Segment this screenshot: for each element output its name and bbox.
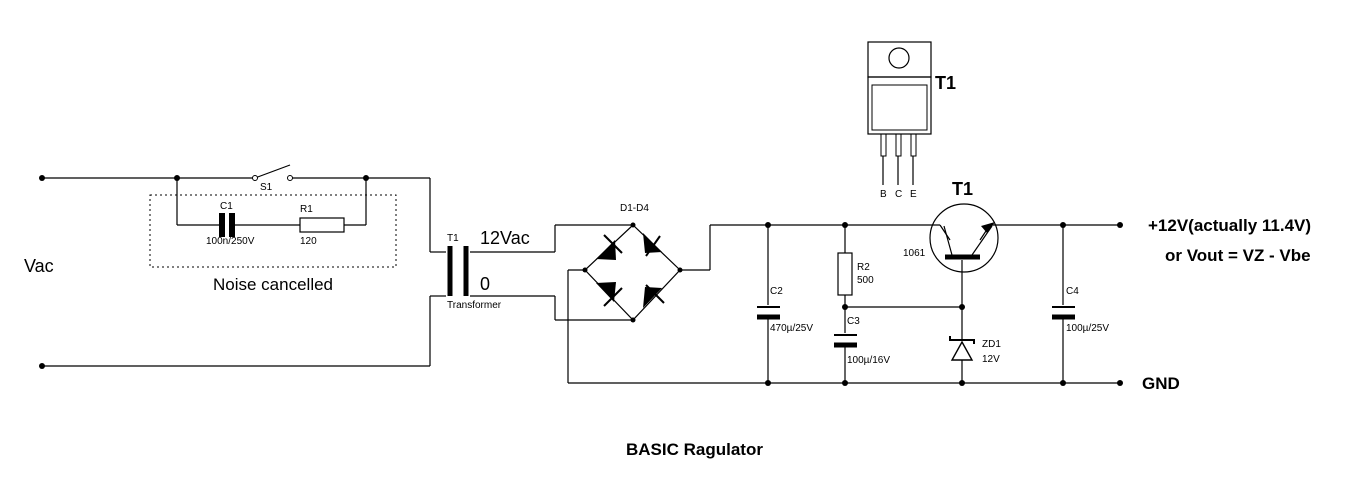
label-c1-value: 100n/250V: [206, 236, 255, 247]
label-c4: C4: [1066, 286, 1079, 297]
label-12vac: 12Vac: [480, 228, 530, 248]
capacitor-c4: [1052, 225, 1075, 383]
label-d1-d4: D1-D4: [620, 203, 649, 214]
switch-s1-lever: [254, 164, 291, 179]
gnd-terminal: [1117, 380, 1123, 386]
label-transformer: Transformer: [447, 300, 502, 311]
to220-package: [867, 41, 932, 185]
noise-filter: [149, 178, 397, 268]
label-t1-transformer: T1: [447, 233, 459, 244]
label-r1-value: 120: [300, 236, 317, 247]
label-noise-cancelled: Noise cancelled: [213, 275, 333, 294]
label-pin-e: E: [910, 189, 917, 200]
label-c3-value: 100µ/16V: [847, 355, 890, 366]
label-vout: +12V(actually 11.4V): [1148, 216, 1311, 235]
r1-resistor: [299, 217, 345, 233]
ac-input-wiring: [39, 164, 446, 369]
resistor-r2: [837, 225, 962, 333]
noise-filter-box: [149, 194, 397, 268]
label-r2: R2: [857, 262, 870, 273]
label-1061: 1061: [903, 248, 926, 259]
transistor-t1: [929, 203, 999, 310]
label-pin-b: B: [880, 189, 887, 200]
transformer-t1: [447, 224, 633, 321]
label-c2: C2: [770, 286, 783, 297]
diagram-title: BASIC Ragulator: [626, 440, 763, 459]
switch-contact: [252, 175, 258, 181]
label-gnd: GND: [1142, 374, 1180, 393]
label-r1: R1: [300, 204, 313, 215]
dc-rails: [568, 222, 1123, 386]
label-c2-value: 470µ/25V: [770, 323, 813, 334]
capacitor-c2: [757, 225, 780, 383]
terminal-dot: [39, 175, 45, 181]
label-vout-formula: or Vout = VZ - Vbe: [1165, 246, 1311, 265]
bridge-rectifier: [567, 222, 711, 383]
label-pin-c: C: [895, 189, 902, 200]
label-c4-value: 100µ/25V: [1066, 323, 1109, 334]
label-r2-value: 500: [857, 275, 874, 286]
label-vac: Vac: [24, 256, 54, 276]
label-zd1-value: 12V: [982, 354, 1000, 365]
label-s1: S1: [260, 182, 273, 193]
label-t1-package: T1: [935, 73, 956, 93]
terminal-dot: [39, 363, 45, 369]
label-c3: C3: [847, 316, 860, 327]
capacitor-c3: [834, 334, 857, 383]
switch-contact: [287, 175, 293, 181]
label-t1-transistor: T1: [952, 179, 973, 199]
output-terminal: [1117, 222, 1123, 228]
zener-zd1: [949, 307, 975, 383]
label-zd1: ZD1: [982, 339, 1001, 350]
label-zero: 0: [480, 274, 490, 294]
label-c1: C1: [220, 201, 233, 212]
